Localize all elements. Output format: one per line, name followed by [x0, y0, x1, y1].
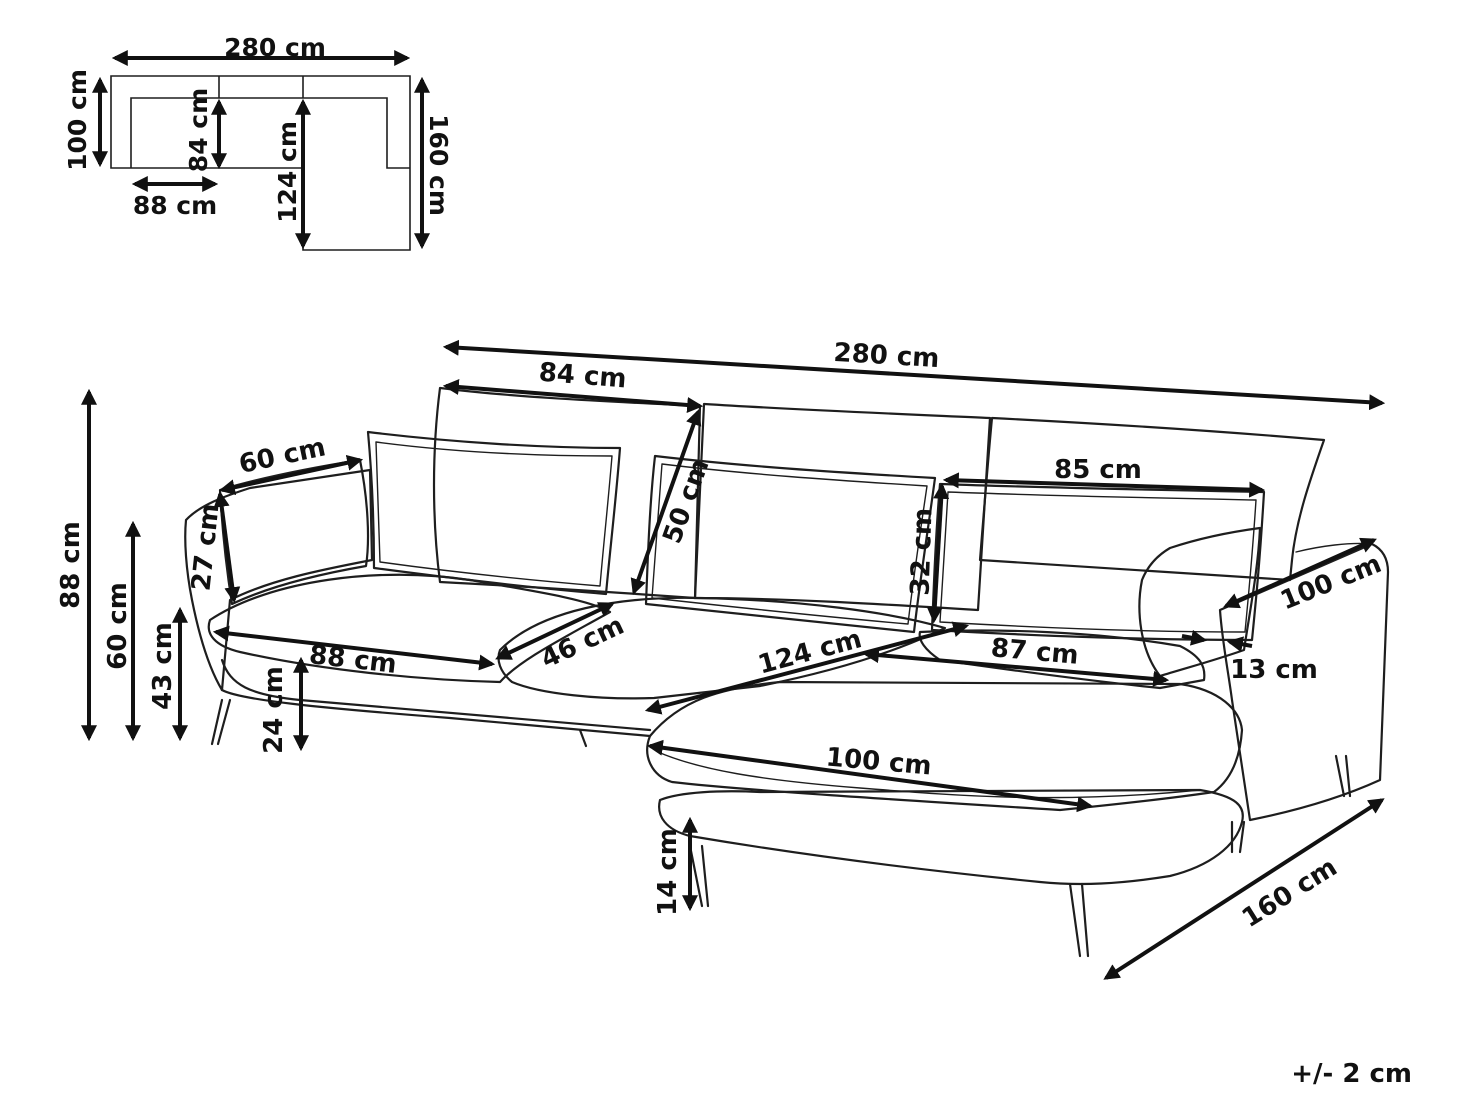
- leg: [700, 844, 710, 908]
- chaise-leg-height-label: 14 cm: [653, 828, 683, 916]
- leg: [1080, 882, 1090, 958]
- back-cushion-height-arrow: [630, 408, 702, 596]
- seat-width-arrow: [212, 625, 496, 671]
- plan-chaise-length-label: 160 cm: [424, 114, 453, 216]
- pillow-height-arrow: [213, 490, 241, 604]
- large-pillow-height-arrow: [926, 482, 950, 624]
- seat-width-label: 88 cm: [308, 640, 399, 680]
- chaise-length-label: 160 cm: [1237, 852, 1343, 934]
- armrest-width-label: 13 cm: [1230, 655, 1318, 685]
- chaise-length-arrow: [1103, 798, 1385, 980]
- dimension-lines: 280 cm 84 cm 50 cm 60 cm 27 cm 88 cm 60 …: [56, 338, 1386, 980]
- chaise-seat-length-arrow: [644, 621, 970, 715]
- leg: [1068, 882, 1082, 958]
- side-depth-arrow: [1223, 537, 1377, 609]
- large-pillow-height-label: 32 cm: [905, 507, 938, 596]
- leg: [1344, 754, 1352, 798]
- back-cushion-width-label: 84 cm: [538, 358, 628, 395]
- pillow-small-right: [1138, 526, 1262, 678]
- total-width-label: 280 cm: [833, 338, 940, 374]
- pillow-width-arrow: [218, 454, 364, 496]
- back-cushion-width-arrow: [442, 379, 704, 413]
- seat-cushion-depth-label: 46 cm: [537, 611, 629, 675]
- large-pillow-width-arrow: [942, 472, 1266, 498]
- plan-seat-depth-label: 84 cm: [184, 88, 213, 172]
- leg-height-label: 24 cm: [259, 666, 289, 754]
- armrest-width-arrow-right: [1226, 636, 1253, 653]
- plan-inner-outline: [130, 97, 410, 169]
- plan-seat-width-label: 88 cm: [133, 191, 217, 220]
- seat-cushion-depth-arrow: [495, 602, 615, 660]
- total-height-label: 88 cm: [56, 521, 86, 609]
- seat-height-label: 43 cm: [148, 622, 178, 710]
- large-pillow-width-label: 85 cm: [1054, 455, 1142, 485]
- plan-width-label: 280 cm: [224, 33, 326, 62]
- plan-chaise-seat-label: 124 cm: [273, 121, 302, 223]
- back-cushion-middle: [693, 402, 992, 612]
- leg: [578, 728, 588, 748]
- chaise-width-label: 100 cm: [825, 742, 933, 781]
- pillow-big-left: [366, 430, 622, 596]
- chaise-seat-length-label: 124 cm: [755, 624, 865, 680]
- armrest-width-arrow-left: [1181, 629, 1208, 646]
- back-cushion-right: [978, 416, 1326, 582]
- plan-view: 280 cm 100 cm 84 cm 88 cm 124 cm 160 cm: [63, 33, 453, 251]
- chaise-width-arrow: [646, 739, 1094, 813]
- total-width-arrow: [442, 339, 1386, 411]
- plan-depth-label: 100 cm: [63, 69, 92, 171]
- leg: [216, 698, 232, 746]
- armrest-height-label: 60 cm: [103, 582, 133, 670]
- plan-outline: [110, 75, 411, 251]
- tolerance-note: +/- 2 cm: [1291, 1059, 1412, 1089]
- leg: [210, 698, 224, 746]
- chaise-inner-width-arrow: [862, 647, 1170, 687]
- pillow-width-label: 60 cm: [236, 432, 328, 480]
- leg: [1334, 754, 1346, 798]
